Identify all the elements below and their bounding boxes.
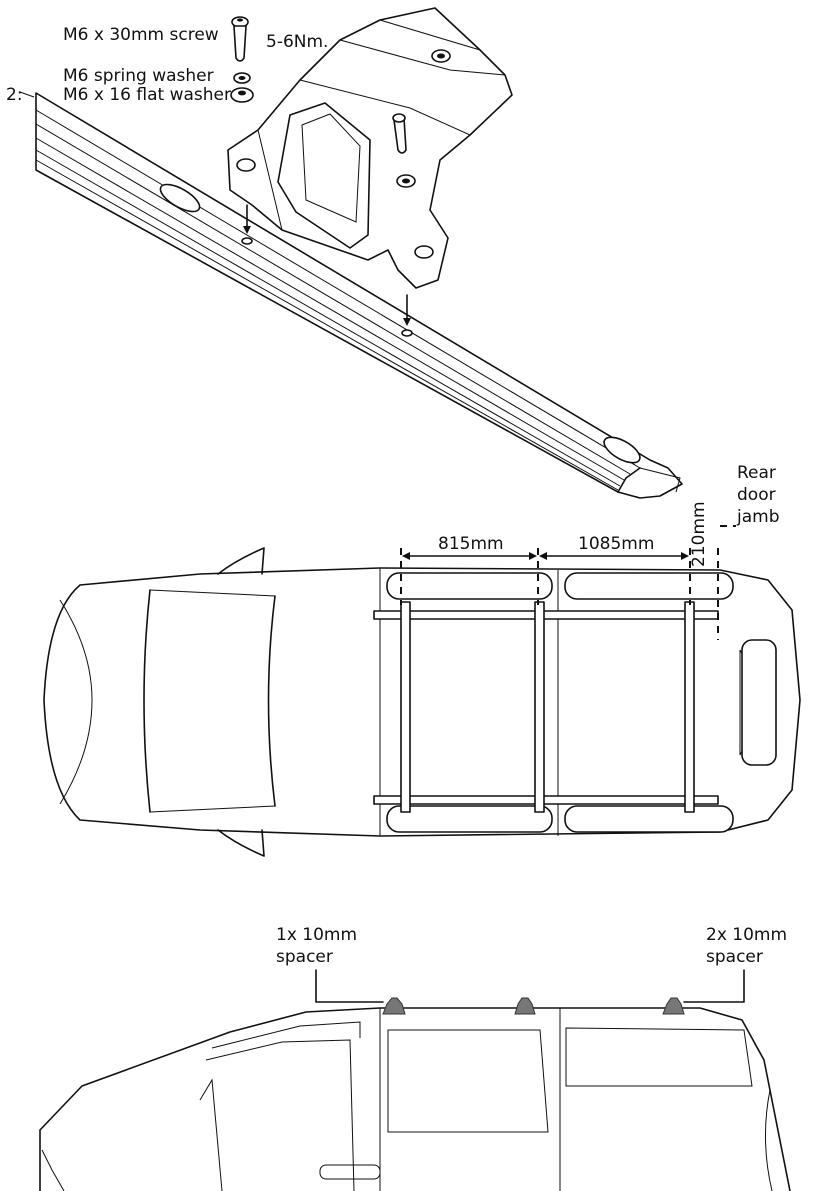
vehicle-top-view [43, 547, 801, 857]
rear-spacer-leader [683, 969, 745, 1003]
front-foot-spacer [382, 997, 406, 1015]
quantity-leader [19, 91, 35, 98]
dimension-lines [400, 525, 736, 640]
rear-foot-spacer [662, 997, 685, 1015]
flat-washer-icon [230, 87, 254, 103]
flat-washer-label: M6 x 16 flat washer [63, 85, 231, 105]
rear-door-jamb-label-3: jamb [737, 507, 780, 527]
roof-rail [35, 92, 683, 499]
screw-label: M6 x 30mm screw [63, 25, 219, 45]
rear-door-jamb-label-1: Rear [737, 463, 776, 483]
rack-foot [227, 7, 513, 289]
front-spacer-label-1: 1x 10mm [276, 925, 358, 945]
rear-door-jamb-label-2: door [737, 485, 776, 505]
screw-icon [231, 16, 249, 62]
vehicle-side-view [39, 1007, 791, 1191]
middle-foot [514, 997, 536, 1015]
rear-spacer-label-2: spacer [706, 947, 763, 967]
torque-label: 5-6Nm. [266, 32, 329, 52]
rear-span-label: 1085mm [578, 534, 655, 554]
front-spacer-label-2: spacer [276, 947, 333, 967]
front-span-label: 815mm [438, 534, 504, 554]
spring-washer-icon [233, 72, 251, 84]
spring-washer-label: M6 spring washer [63, 66, 214, 86]
rear-spacer-label-1: 2x 10mm [706, 925, 788, 945]
quantity-label: 2: [6, 85, 23, 105]
front-spacer-leader [315, 969, 384, 1003]
